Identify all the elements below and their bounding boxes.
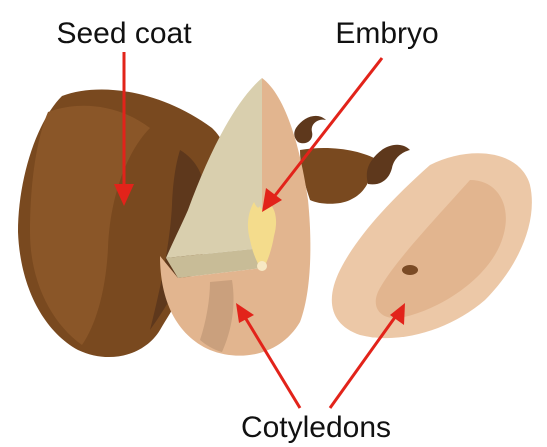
- label-cotyledons: Cotyledons: [241, 411, 391, 444]
- label-seed-coat: Seed coat: [56, 17, 192, 50]
- seed-coat-curl-hook: [367, 145, 410, 185]
- seed-coat-curl-right: [300, 148, 378, 204]
- seed-coat-curl-left: [294, 116, 326, 143]
- embryo-radicle: [257, 261, 267, 271]
- label-embryo: Embryo: [335, 17, 438, 50]
- embryo-scar: [402, 265, 418, 275]
